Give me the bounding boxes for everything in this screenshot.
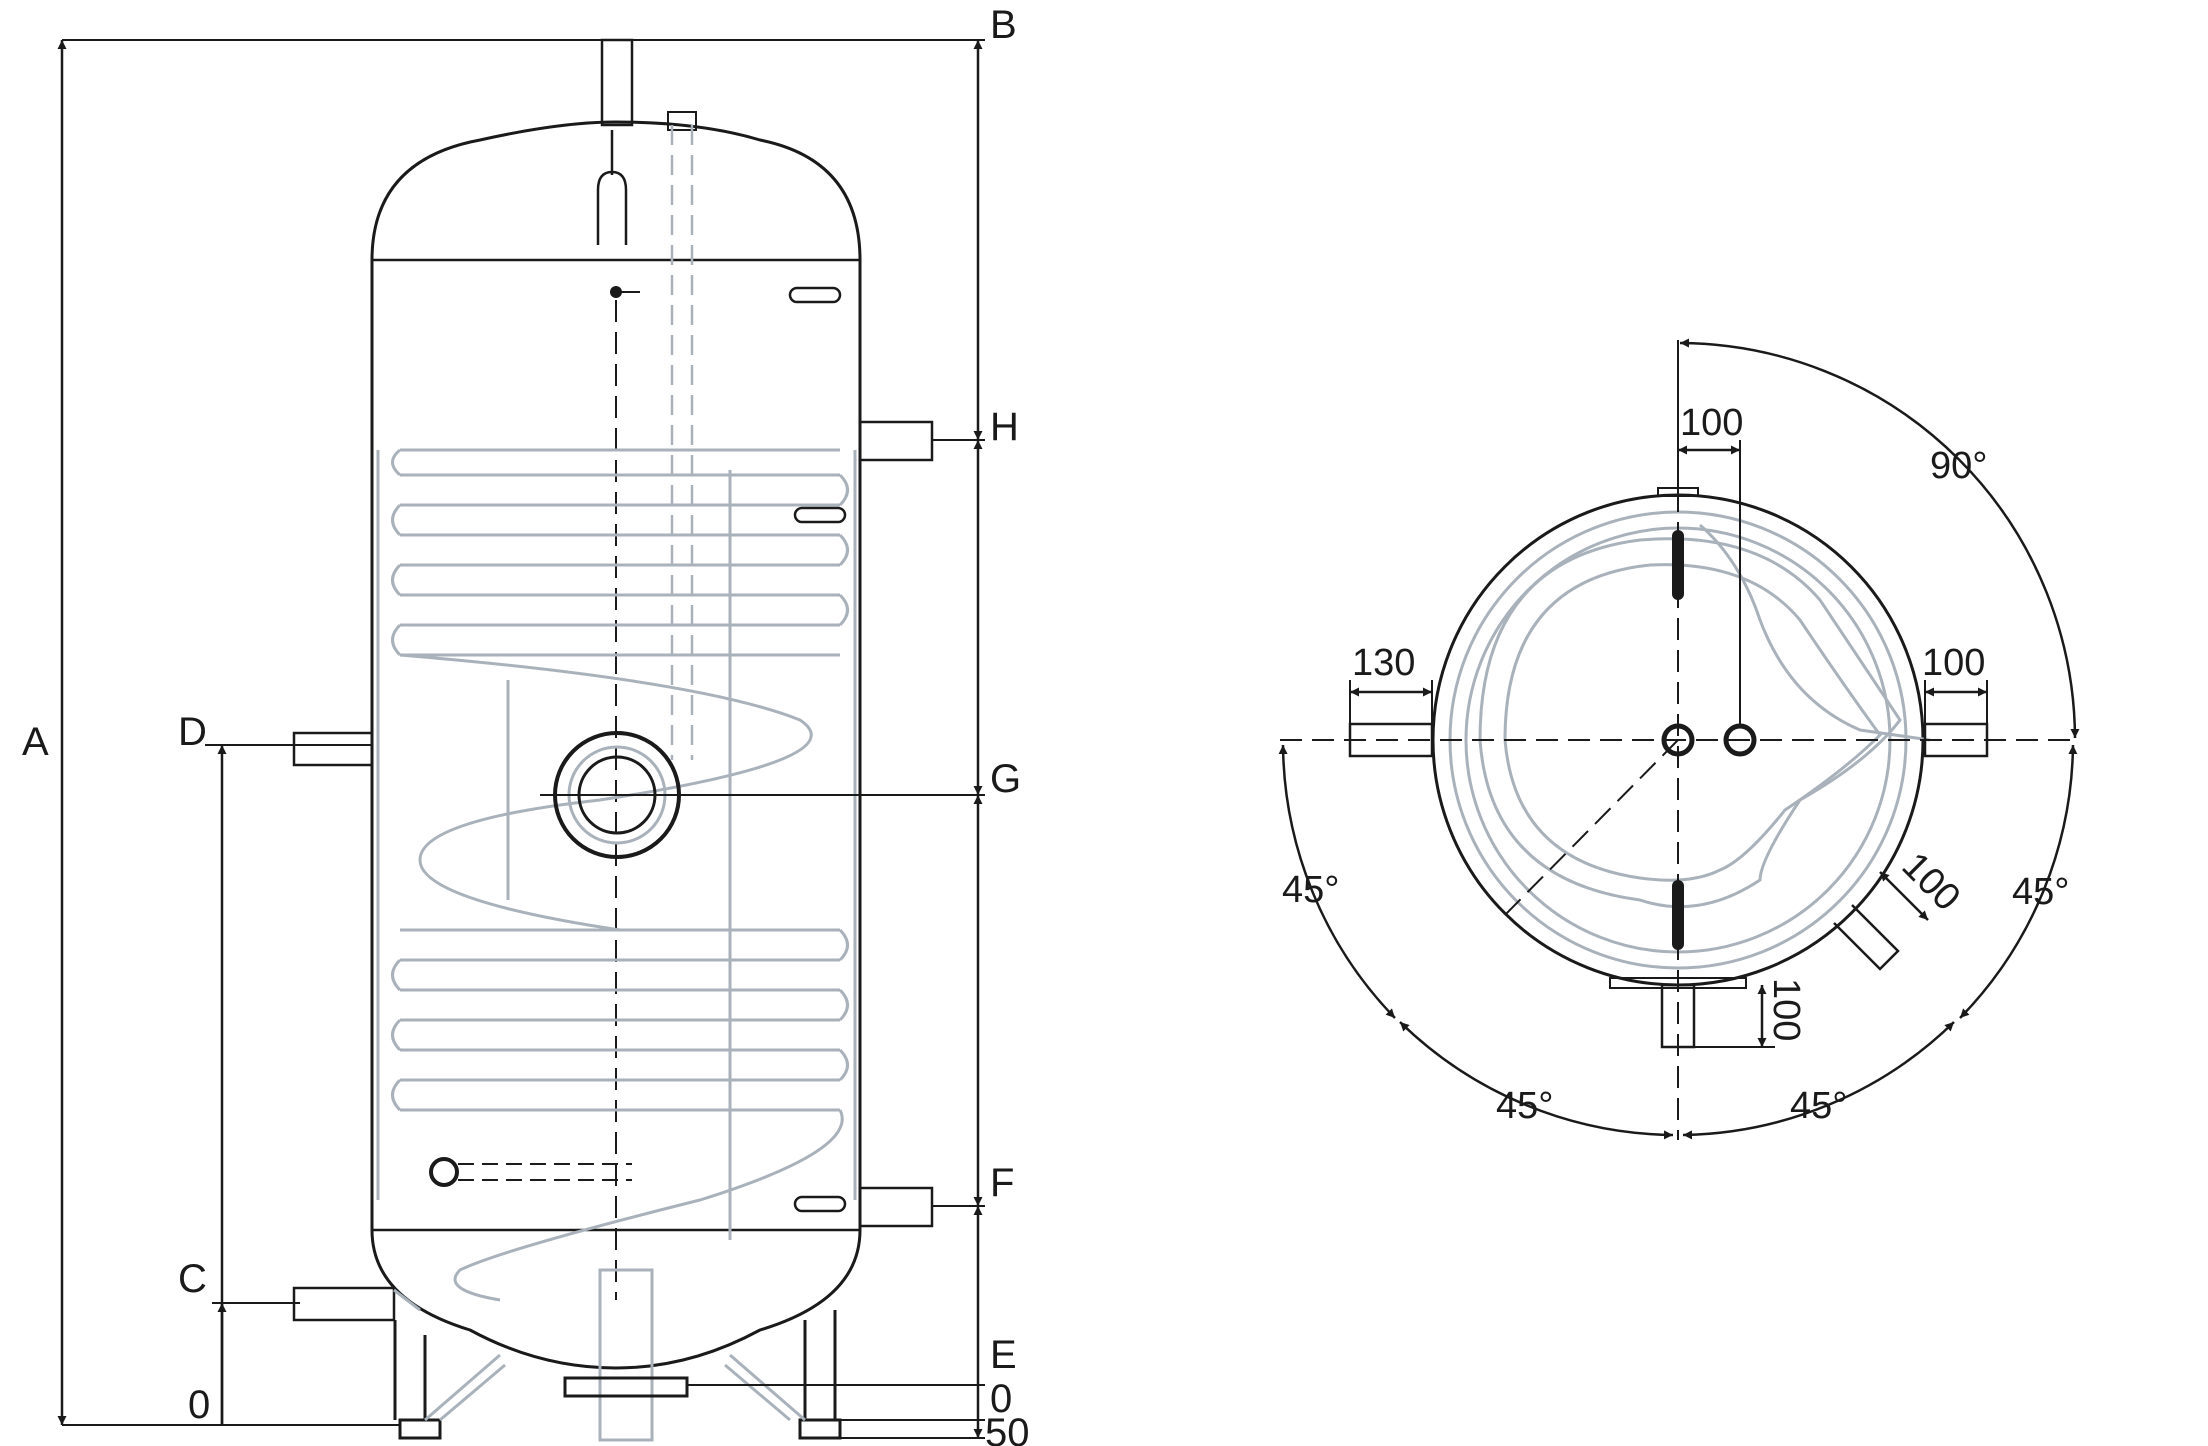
dim-diag-text: 100 [1894, 845, 1969, 920]
sensor-pocket-mid [793, 506, 847, 524]
label-d: D [178, 710, 207, 754]
tank-outline [370, 120, 862, 1370]
heater-socket [429, 1157, 459, 1187]
dim-left-text: 130 [1352, 642, 1415, 684]
label-e: E [990, 1333, 1017, 1377]
leg-braces [424, 1353, 806, 1422]
c-dip-tube [393, 1288, 421, 1312]
dim-bottom-text: 100 [1765, 978, 1807, 1041]
base-plate [1609, 977, 1747, 989]
dim-top-offset-text: 100 [1680, 402, 1743, 444]
well-top [1672, 530, 1684, 600]
nozzle-c [292, 1286, 396, 1322]
angle-arc-left [1278, 744, 1396, 1019]
sensor-pocket-top [788, 286, 842, 304]
label-f: F [990, 1161, 1014, 1205]
nozzle-d [292, 731, 374, 767]
top-view: 100 90° 130 100 100 100 45° 45° 45° 45° [1278, 338, 2080, 1140]
label-zero-right: 0 [990, 1377, 1012, 1421]
thermo-well [596, 130, 628, 245]
label-g: G [990, 757, 1021, 801]
well-bottom [1672, 880, 1684, 950]
coil-ring-4 [1503, 563, 1882, 882]
top-nozzle [600, 38, 634, 127]
label-c: C [178, 1257, 207, 1301]
nozzle-diagonal [1833, 904, 1900, 971]
angle-arc-right [1959, 744, 2078, 1019]
angle-arc-90 [1679, 338, 2080, 739]
label-fifty: 50 [985, 1411, 1030, 1446]
angle-right-text: 45° [2012, 871, 2069, 913]
side-view: A B H G F E 0 50 D C 0 [22, 3, 1030, 1446]
label-h: H [990, 405, 1019, 449]
angle-bottom-left-text: 45° [1496, 1085, 1553, 1127]
nozzle-bottom [1660, 983, 1696, 1049]
angle-left-text: 45° [1282, 869, 1339, 911]
angle-arc-bottom-left [1399, 1021, 1674, 1140]
label-a: A [22, 720, 49, 764]
nozzle-f [858, 1186, 934, 1228]
drain-fitting [563, 1376, 689, 1398]
top-axis-diagonal [1499, 739, 1679, 921]
dim-diag-length [1879, 871, 1929, 921]
angle-bottom-right-text: 45° [1790, 1085, 1847, 1127]
label-zero-left: 0 [188, 1383, 210, 1427]
center-fitting [1661, 723, 1695, 757]
label-b: B [990, 3, 1017, 47]
coil-lower [391, 928, 849, 1302]
angle-arc-bottom-right [1682, 1021, 1955, 1140]
sensor-pocket-low [793, 1195, 847, 1213]
coil-supports [376, 450, 857, 1240]
coil-ring-3 [1478, 537, 1902, 909]
dim-right-text: 100 [1922, 642, 1985, 684]
anode-fitting [667, 111, 697, 131]
tank-legs [393, 1310, 842, 1440]
nozzle-h [858, 420, 934, 462]
angle-90-text: 90° [1930, 445, 1987, 487]
drain-pipe [598, 1268, 654, 1442]
